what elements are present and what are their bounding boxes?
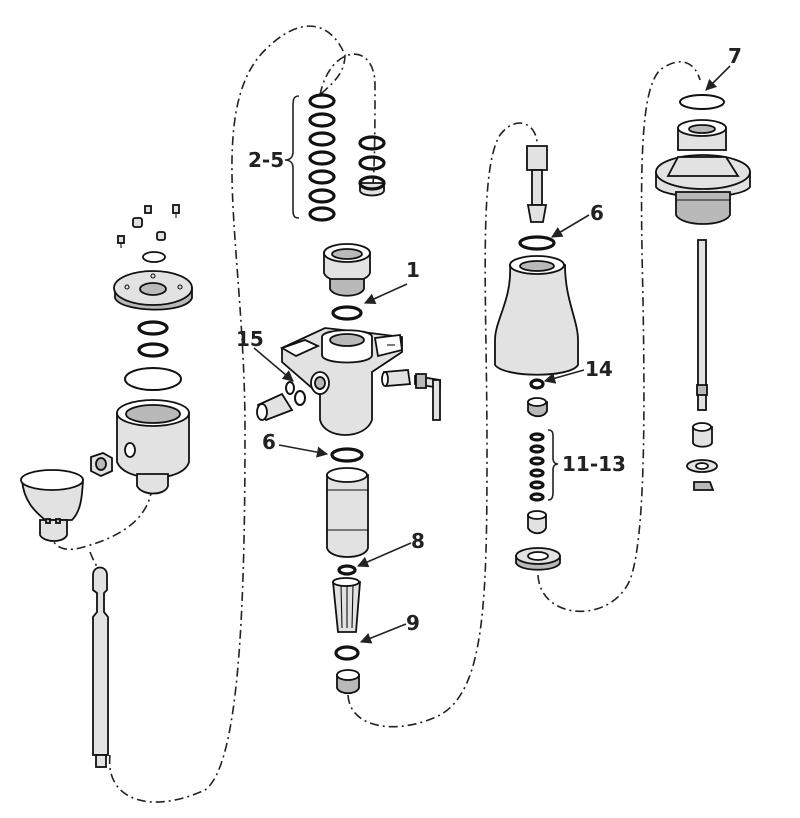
path-top-loop [319,53,376,196]
o-ring-8 [337,564,357,576]
housing-part [116,399,190,495]
label-7: 7 [728,44,742,68]
o-ring-1 [331,305,363,321]
hex-nut-part [90,452,113,477]
o-ring-7 [679,94,725,110]
wiper-ring-part [515,547,561,571]
packing-stack-left [308,93,336,222]
label-2-5: 2-5 [248,148,284,172]
o-ring-6 [330,447,364,463]
callout-labels: 1 2-5 15 6 8 9 6 14 11-13 7 [236,44,742,635]
outlet-fitting-part [381,369,441,421]
tie-rod-part [696,239,708,411]
label-14: 14 [585,357,613,381]
path-left-base [51,486,153,551]
funnel-cup-part [20,469,84,542]
label-1: 1 [406,258,420,282]
packing-nut-part [323,243,371,297]
label-6-center: 6 [262,430,276,454]
inlet-fitting-part [256,381,306,422]
sleeve-part [494,255,579,376]
seal-9 [334,645,360,661]
cylinder-part [326,467,369,558]
right-assembly [655,94,751,491]
large-o-ring [124,367,182,391]
nut-washer-part [686,422,718,491]
left-assembly [20,204,193,768]
seal-ring [137,320,169,336]
o-ring-6b [518,235,556,251]
piston-rod-part [526,145,548,223]
right-center-assembly [494,145,579,571]
path-top-small [319,54,346,96]
o-ring-14 [529,378,545,390]
cylinder-head-part [655,119,751,225]
pump-body-part [279,327,403,436]
label-11-13: 11-13 [562,452,626,476]
seal-ring [137,342,169,358]
cage-part [332,577,361,633]
bracket-2-5 [284,95,300,219]
displacement-rod-part [92,566,109,768]
path-bottom-connect [347,122,538,728]
center-assembly [256,93,441,695]
path-left-loop [108,25,346,803]
label-15: 15 [236,327,264,351]
valve-seat-part [336,669,360,695]
bracket-11-13 [547,429,559,501]
label-6-right: 6 [590,201,604,225]
label-8: 8 [411,529,425,553]
flange-plate-part [113,270,193,311]
leader-lines [253,65,731,644]
packing-stack-right [358,135,386,197]
path-right-loop [537,61,701,613]
piston-stack-part [527,397,548,535]
screw-part [117,204,180,263]
label-9: 9 [406,611,420,635]
assembly-path-lines [51,25,701,803]
